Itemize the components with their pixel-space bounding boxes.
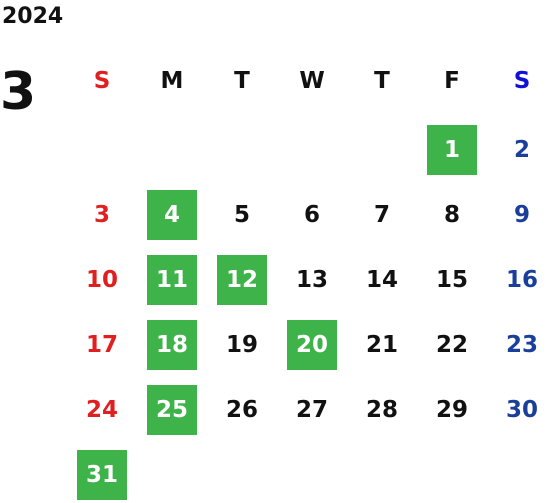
day-cell-31[interactable]: 31 [77,450,127,500]
weekday-header-saturday: S [513,68,531,94]
day-cell-25[interactable]: 25 [147,385,197,435]
day-cell-3[interactable]: 3 [93,202,110,228]
weekday-header-thursday: T [374,68,390,94]
day-cell-9[interactable]: 9 [513,202,530,228]
weekday-header-friday: F [444,68,460,94]
day-cell-24[interactable]: 24 [85,397,118,423]
month-number: 3 [0,62,37,122]
day-cell-10[interactable]: 10 [85,267,118,293]
day-cell-8[interactable]: 8 [443,202,460,228]
day-cell-17[interactable]: 17 [85,332,118,358]
day-cell-7[interactable]: 7 [373,202,390,228]
day-cell-14[interactable]: 14 [365,267,398,293]
day-cell-2[interactable]: 2 [513,137,530,163]
day-cell-23[interactable]: 23 [505,332,538,358]
day-cell-30[interactable]: 30 [505,397,538,423]
day-cell-27[interactable]: 27 [295,397,328,423]
day-cell-21[interactable]: 21 [365,332,398,358]
day-cell-16[interactable]: 16 [505,267,538,293]
day-cell-19[interactable]: 19 [225,332,258,358]
day-cell-4[interactable]: 4 [147,190,197,240]
day-cell-22[interactable]: 22 [435,332,468,358]
weekday-header-sunday: S [93,68,111,94]
day-cell-18[interactable]: 18 [147,320,197,370]
day-cell-1[interactable]: 1 [427,125,477,175]
day-cell-15[interactable]: 15 [435,267,468,293]
year-label: 2024 [2,4,64,29]
day-cell-5[interactable]: 5 [233,202,250,228]
day-cell-13[interactable]: 13 [295,267,328,293]
day-cell-20[interactable]: 20 [287,320,337,370]
weekday-header-tuesday: T [234,68,250,94]
weekday-header-wednesday: W [299,68,325,94]
day-cell-28[interactable]: 28 [365,397,398,423]
weekday-header-monday: M [160,68,184,94]
day-cell-26[interactable]: 26 [225,397,258,423]
day-cell-29[interactable]: 29 [435,397,468,423]
day-cell-6[interactable]: 6 [303,202,320,228]
day-cell-12[interactable]: 12 [217,255,267,305]
day-cell-11[interactable]: 11 [147,255,197,305]
